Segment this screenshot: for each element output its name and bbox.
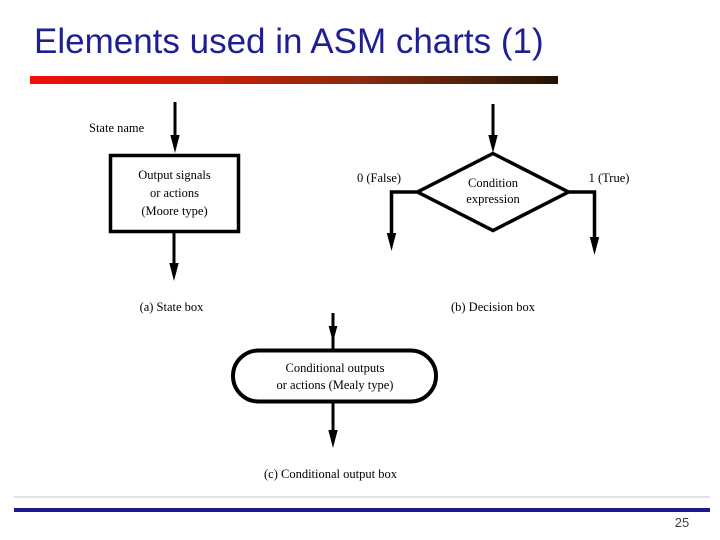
decision-diamond-shape (413, 151, 573, 233)
conditional-exit-arrowhead (328, 430, 338, 448)
conditional-output-caption: (c) Conditional output box (264, 467, 397, 481)
conditional-entry-arrowhead (328, 326, 338, 342)
true-branch-elbow-line (568, 190, 597, 242)
state-box-line1: Output signals (138, 168, 211, 182)
false-branch-label: 0 (False) (356, 171, 402, 185)
footer-divider-line (14, 508, 710, 512)
true-branch-arrowhead (589, 237, 600, 255)
state-box-caption: (a) State box (139, 300, 204, 314)
decision-line2: expression (466, 191, 520, 206)
state-name-label: State name (89, 121, 145, 135)
slide-title: Elements used in ASM charts (1) (34, 22, 544, 61)
conditional-line2: or actions (Mealy type) (276, 377, 394, 392)
conditional-output-stadium-shape (231, 348, 438, 404)
state-box-line2: or actions (150, 186, 199, 200)
page-number: 25 (674, 515, 690, 530)
state-entry-arrowhead (170, 135, 180, 153)
decision-line1: Condition (467, 176, 518, 190)
state-exit-arrowhead (169, 263, 179, 281)
conditional-output-label: Conditional outputs or actions (Mealy ty… (240, 360, 430, 393)
state-box-line3: (Moore type) (141, 204, 208, 218)
footer-shadow-line (14, 496, 710, 498)
decision-diamond-label: Condition expression (441, 176, 545, 207)
conditional-line1: Conditional outputs (285, 361, 385, 375)
state-box-label: Output signals or actions (Moore type) (112, 166, 237, 220)
true-branch-label: 1 (True) (588, 171, 630, 185)
state-box-shape (108, 153, 241, 234)
title-underline-bar (30, 76, 558, 84)
decision-box-caption: (b) Decision box (450, 300, 535, 314)
false-branch-elbow-line (389, 190, 417, 238)
decision-entry-arrowhead (488, 135, 498, 153)
false-branch-arrowhead (386, 233, 397, 251)
